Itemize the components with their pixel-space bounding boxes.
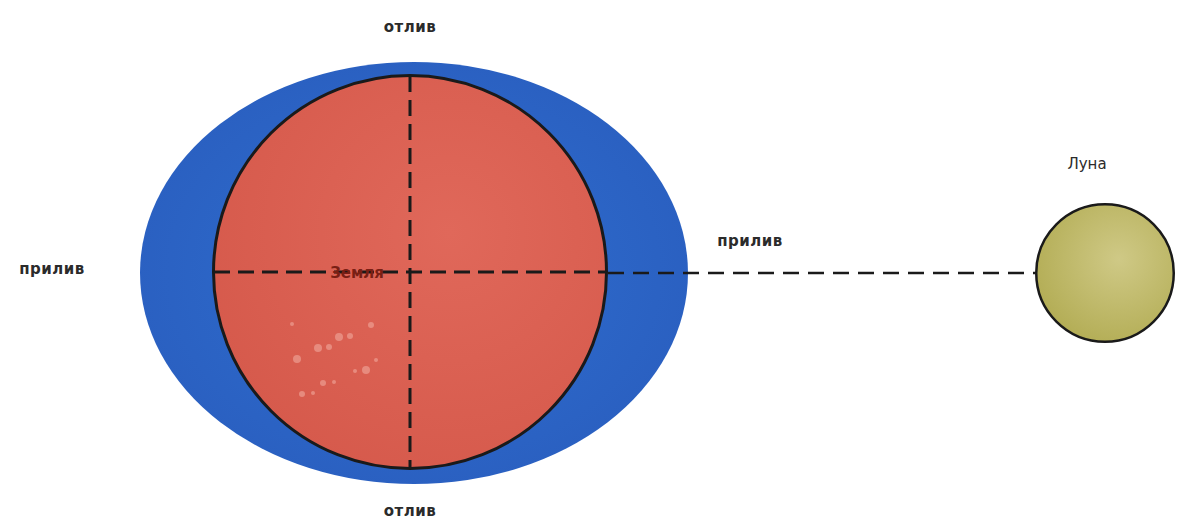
moon-circle: Луна	[1035, 203, 1175, 343]
surface-speck	[374, 358, 378, 362]
surface-speck	[290, 322, 294, 326]
ocean-bulge	[140, 62, 688, 484]
surface-speck	[320, 380, 326, 386]
moon-label: Луна	[1067, 155, 1106, 173]
circle-outline	[1036, 204, 1174, 342]
surface-speck	[311, 391, 315, 395]
circle-outline	[214, 76, 607, 469]
surface-speck	[326, 344, 332, 350]
surface-speck	[362, 366, 370, 374]
axis-dashed-line	[214, 271, 606, 274]
surface-speck	[299, 391, 305, 397]
surface-speck	[335, 333, 343, 341]
surface-speck	[293, 355, 301, 363]
tide-label: отлив	[384, 18, 437, 36]
tide-label: прилив	[19, 260, 85, 278]
surface-speck	[332, 380, 336, 384]
moon-shape	[1035, 203, 1175, 343]
tide-label: прилив	[717, 232, 783, 250]
surface-speck	[368, 322, 374, 328]
surface-speck	[314, 344, 322, 352]
earth-shape	[212, 74, 608, 470]
surface-speck	[347, 333, 353, 339]
earth-circle: Земля	[212, 74, 608, 470]
earth-label: Земля	[330, 264, 384, 282]
surface-speck	[353, 369, 357, 373]
dashed-connector	[608, 272, 1035, 275]
tide-label: отлив	[384, 502, 437, 520]
